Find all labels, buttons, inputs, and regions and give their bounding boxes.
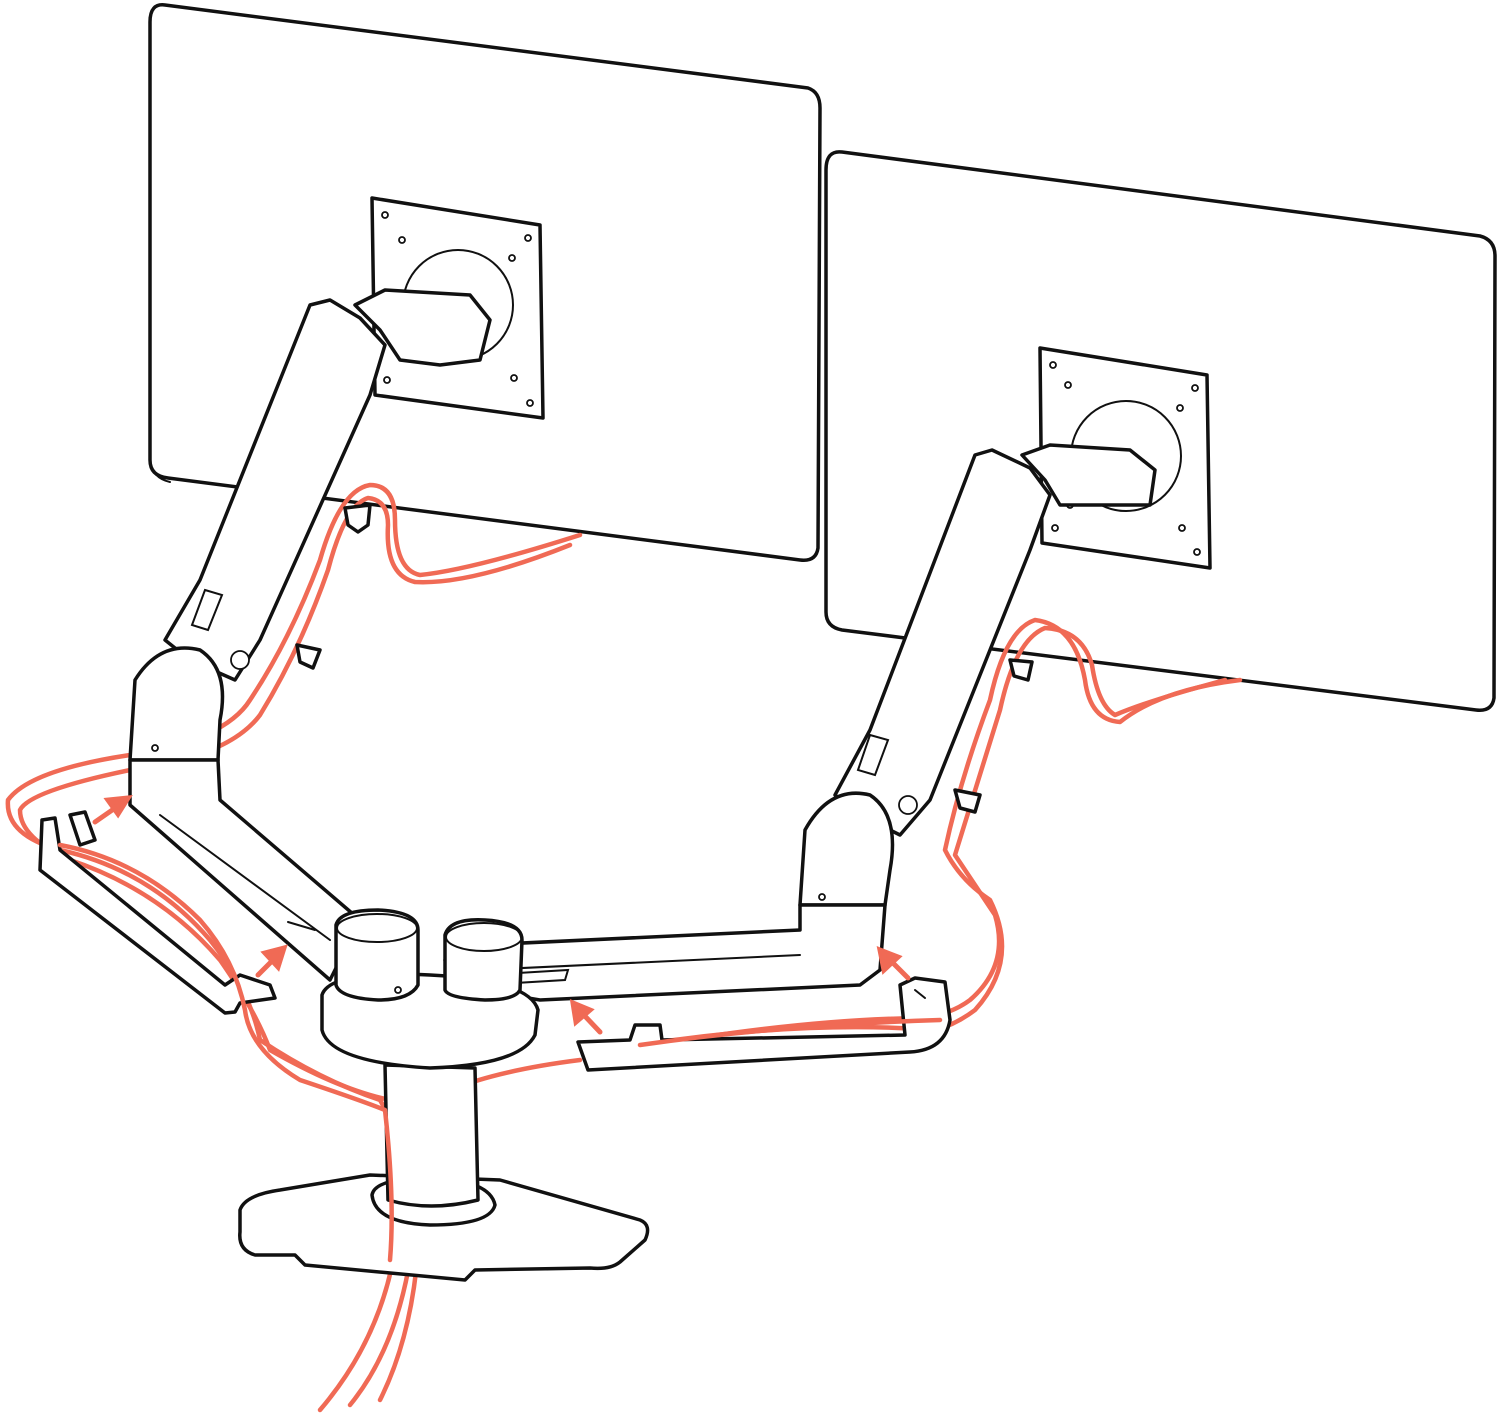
- pole-stand-base: [238, 908, 650, 1282]
- monitor-arm-right: [443, 443, 1157, 1002]
- cable-clips: [295, 503, 1034, 814]
- cables-front: [57, 842, 943, 1263]
- direction-arrows: [92, 795, 911, 1035]
- monitor-arm-left: [128, 288, 492, 982]
- cable-cover-right: [576, 976, 952, 1072]
